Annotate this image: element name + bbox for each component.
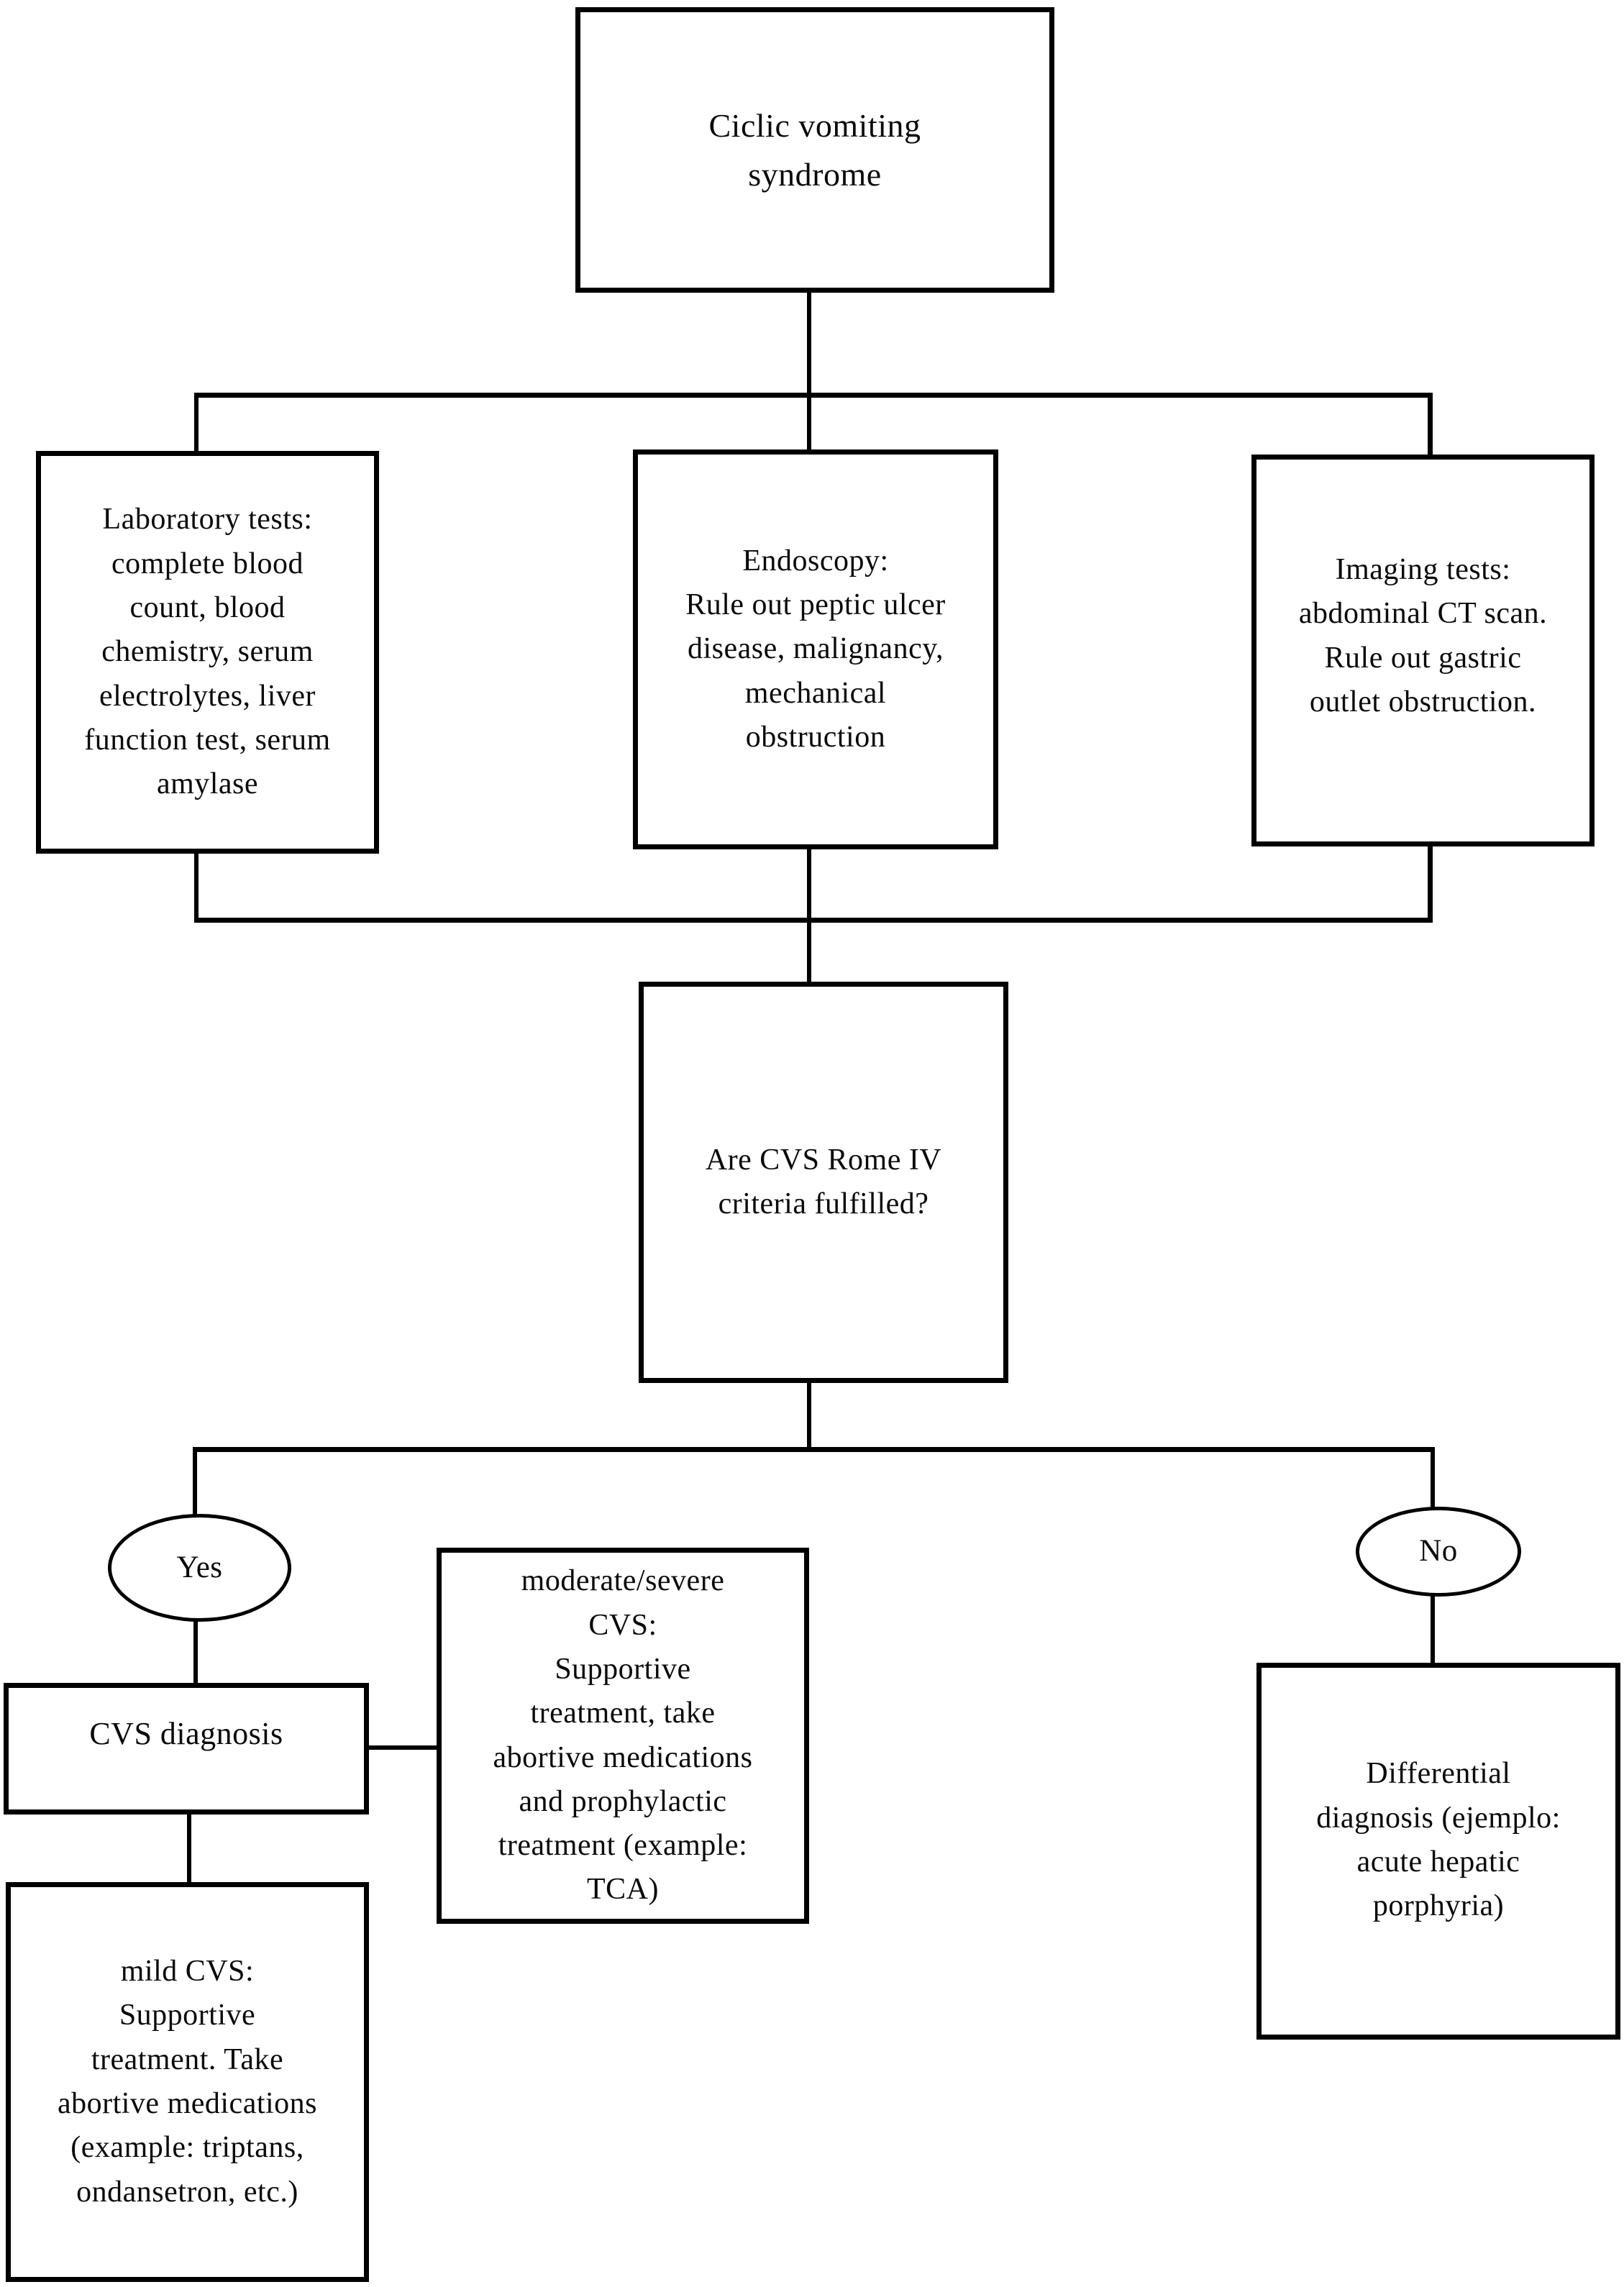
node-moderate-severe-cvs: moderate/severe CVS: Supportive treatmen… (437, 1548, 809, 1924)
node-laboratory-tests: Laboratory tests: complete blood count, … (36, 451, 379, 854)
connector-imaging-down (1428, 844, 1433, 923)
node-endoscopy: Endoscopy: Rule out peptic ulcer disease… (633, 449, 998, 849)
node-yes-label: Yes (176, 1550, 223, 1584)
node-imaging-tests: Imaging tests: abdominal CT scan. Rule o… (1251, 455, 1595, 846)
connector-to-yes (193, 1447, 197, 1517)
connector-to-imaging (1428, 393, 1433, 459)
connector-to-no (1431, 1447, 1435, 1510)
node-endoscopy-label: Endoscopy: Rule out peptic ulcer disease… (685, 544, 946, 754)
node-cvs-diagnosis: CVS diagnosis (4, 1683, 369, 1814)
connector-cvs-to-mild (187, 1812, 191, 1884)
node-no: No (1356, 1507, 1521, 1597)
connector-lab-down (194, 851, 199, 923)
node-cvs-diagnosis-label: CVS diagnosis (89, 1716, 283, 1751)
node-no-label: No (1419, 1534, 1458, 1569)
node-rome-iv-criteria-question-label: Are CVS Rome IV criteria fulfilled? (705, 1143, 942, 1220)
node-yes: Yes (108, 1514, 291, 1622)
node-mild-cvs: mild CVS: Supportive treatment. Take abo… (6, 1882, 369, 2282)
node-differential-diagnosis-label: Differential diagnosis (ejemplo: acute h… (1316, 1757, 1561, 1923)
connector-split-horizontal (193, 1447, 1435, 1452)
node-cyclic-vomiting-syndrome-label: Ciclic vomiting syndrome (708, 107, 921, 193)
connector-to-lab (194, 393, 199, 454)
connector-no-to-differential (1431, 1593, 1435, 1666)
connector-endoscopy-down (807, 847, 811, 985)
connector-root-down (807, 290, 811, 396)
node-rome-iv-criteria-question: Are CVS Rome IV criteria fulfilled? (639, 982, 1008, 1383)
node-cyclic-vomiting-syndrome: Ciclic vomiting syndrome (575, 7, 1054, 293)
connector-question-down (807, 1381, 811, 1451)
connector-yes-to-cvs (193, 1618, 198, 1686)
connector-cvs-to-moderate (367, 1745, 439, 1750)
connector-merge-horizontal (194, 918, 1433, 923)
connector-to-endoscopy (807, 393, 811, 454)
node-laboratory-tests-label: Laboratory tests: complete blood count, … (84, 503, 331, 801)
node-imaging-tests-label: Imaging tests: abdominal CT scan. Rule o… (1298, 552, 1548, 718)
connector-top-horizontal (194, 393, 1433, 398)
node-moderate-severe-cvs-label: moderate/severe CVS: Supportive treatmen… (493, 1564, 753, 1907)
node-mild-cvs-label: mild CVS: Supportive treatment. Take abo… (57, 1955, 318, 2209)
node-differential-diagnosis: Differential diagnosis (ejemplo: acute h… (1256, 1663, 1620, 2040)
